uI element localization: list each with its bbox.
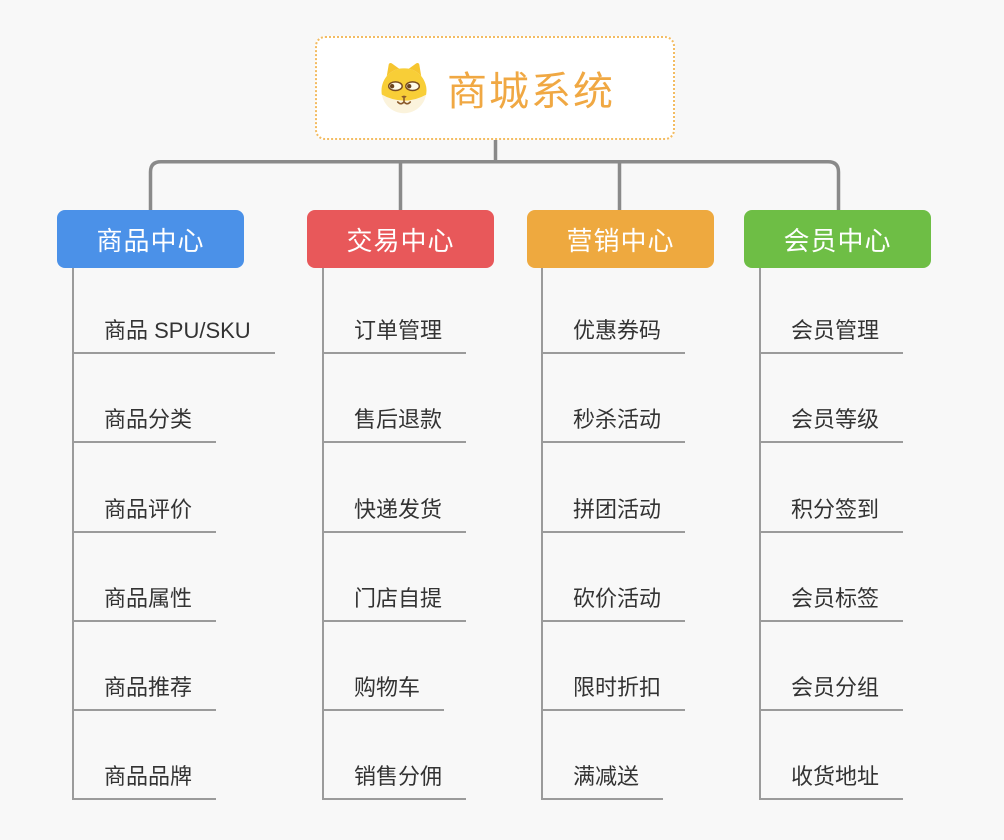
leaf-topic[interactable]: 销售分佣	[322, 762, 467, 800]
leaf-topic[interactable]: 商品属性	[72, 584, 217, 622]
leaf-topic[interactable]: 砍价活动	[541, 584, 686, 622]
leaf-topic[interactable]: 购物车	[322, 673, 445, 711]
leaf-topic[interactable]: 会员等级	[759, 405, 904, 443]
leaf-topic[interactable]: 积分签到	[759, 495, 904, 533]
leaf-topic[interactable]: 满减送	[541, 762, 664, 800]
leaf-topic[interactable]: 收货地址	[759, 762, 904, 800]
leaf-topic[interactable]: 限时折扣	[541, 673, 686, 711]
leaf-topic[interactable]: 商品分类	[72, 405, 217, 443]
branch-node-trade-center[interactable]: 交易中心	[307, 210, 494, 268]
leaf-topic[interactable]: 商品推荐	[72, 673, 217, 711]
leaf-topic[interactable]: 门店自提	[322, 584, 467, 622]
leaf-topic[interactable]: 商品品牌	[72, 762, 217, 800]
leaf-topic[interactable]: 快递发货	[322, 495, 467, 533]
root-topic-label: 商城系统	[447, 70, 615, 114]
dog-logo-icon	[381, 62, 427, 114]
leaf-topic[interactable]: 售后退款	[322, 405, 467, 443]
branch-node-member-center[interactable]: 会员中心	[744, 210, 931, 268]
leaf-topic[interactable]: 拼团活动	[541, 495, 686, 533]
leaf-topic[interactable]: 秒杀活动	[541, 405, 686, 443]
root-topic[interactable]: 商城系统	[315, 36, 675, 140]
leaf-topic[interactable]: 商品 SPU/SKU	[72, 316, 275, 354]
leaf-topic[interactable]: 会员标签	[759, 584, 904, 622]
branch-node-marketing-center[interactable]: 营销中心	[527, 210, 714, 268]
leaf-topic[interactable]: 会员分组	[759, 673, 904, 711]
leaf-topic[interactable]: 会员管理	[759, 316, 904, 354]
branch-node-product-center[interactable]: 商品中心	[57, 210, 244, 268]
leaf-topic[interactable]: 订单管理	[322, 316, 467, 354]
leaf-topic[interactable]: 优惠券码	[541, 316, 686, 354]
leaf-topic[interactable]: 商品评价	[72, 495, 217, 533]
